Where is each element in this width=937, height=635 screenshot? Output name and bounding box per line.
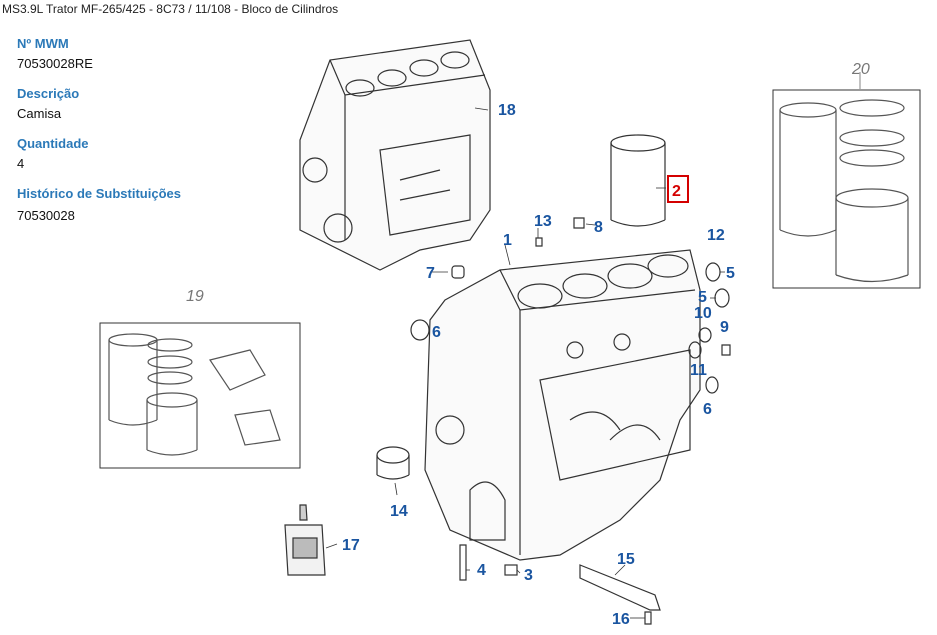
mwm-value: 70530028RE <box>17 56 93 71</box>
history-label: Histórico de Substituições <box>17 186 181 201</box>
plug-6-right[interactable] <box>705 376 719 394</box>
mwm-label: Nº MWM <box>17 36 69 51</box>
bolt-9[interactable] <box>721 344 731 356</box>
seal-5-mid[interactable] <box>714 288 730 308</box>
screw-16[interactable] <box>644 611 652 625</box>
leader-lines <box>325 107 725 619</box>
callout-9[interactable]: 9 <box>720 319 729 336</box>
callout-18[interactable]: 18 <box>498 102 516 119</box>
bolt-4[interactable] <box>459 544 467 581</box>
callout-16[interactable]: 16 <box>612 611 630 628</box>
bracket-15[interactable] <box>579 564 661 611</box>
callout-6-right[interactable]: 6 <box>703 401 712 418</box>
callout-19[interactable]: 19 <box>186 288 204 305</box>
kit-box-19[interactable] <box>99 322 301 469</box>
seal-5-top[interactable] <box>705 262 721 282</box>
seal-11[interactable] <box>688 341 702 359</box>
callout-12[interactable]: 12 <box>707 227 725 244</box>
breadcrumb: MS3.9L Trator MF-265/425 - 8C73 / 11/108… <box>2 2 339 16</box>
cylinder-liner[interactable] <box>610 134 666 227</box>
kit-20-parts <box>779 72 909 283</box>
engine-block-small[interactable] <box>299 39 491 271</box>
callout-2[interactable]: 2 <box>672 183 681 200</box>
nut-3[interactable] <box>504 564 518 576</box>
history-value: 70530028 <box>17 208 75 223</box>
highlight-box <box>667 175 689 203</box>
description-value: Camisa <box>17 106 62 121</box>
plug-7[interactable] <box>451 265 465 279</box>
callout-4[interactable]: 4 <box>477 562 486 579</box>
callout-14[interactable]: 14 <box>390 503 408 520</box>
callout-6-left[interactable]: 6 <box>432 324 441 341</box>
seal-10[interactable] <box>698 327 712 343</box>
callout-8[interactable]: 8 <box>594 219 603 236</box>
callout-15[interactable]: 15 <box>617 551 635 568</box>
callout-7[interactable]: 7 <box>426 265 435 282</box>
plug-8[interactable] <box>573 217 585 229</box>
sealant-bottle[interactable] <box>284 504 326 576</box>
quantity-value: 4 <box>17 156 25 171</box>
callout-11[interactable]: 11 <box>690 362 707 379</box>
callout-3[interactable]: 3 <box>524 567 533 584</box>
plug-13[interactable] <box>535 237 543 247</box>
callout-5-mid[interactable]: 5 <box>698 289 707 306</box>
callout-1[interactable]: 1 <box>503 232 512 249</box>
quantity-label: Quantidade <box>17 136 89 151</box>
callout-17[interactable]: 17 <box>342 537 360 554</box>
kit-box-20[interactable] <box>772 89 921 289</box>
plug-6-left[interactable] <box>410 319 430 341</box>
description-label: Descrição <box>17 86 80 101</box>
engine-block-main[interactable] <box>424 249 701 561</box>
callout-10[interactable]: 10 <box>694 305 712 322</box>
kit-19-parts <box>108 333 281 456</box>
callout-13[interactable]: 13 <box>534 213 552 230</box>
callout-20[interactable]: 20 <box>851 61 870 78</box>
cam-bushing[interactable] <box>376 446 410 480</box>
callout-5-top[interactable]: 5 <box>726 265 735 282</box>
